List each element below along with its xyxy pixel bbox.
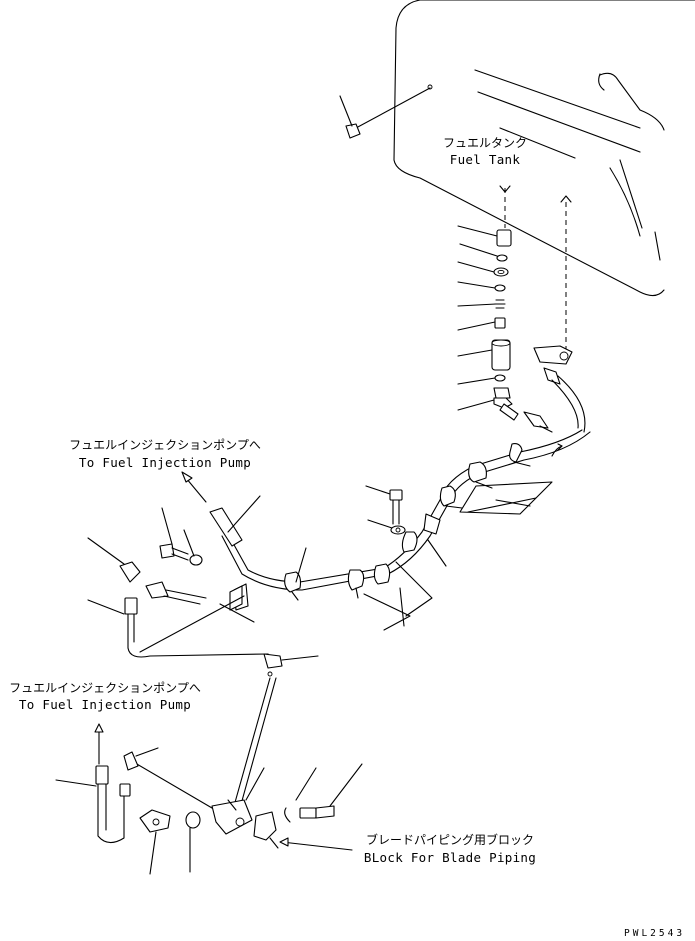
- upper-left-fittings: [87, 495, 271, 661]
- block-label-en: BLock For Blade Piping: [363, 850, 537, 865]
- strainer-stack: [457, 185, 519, 421]
- fuel-tank-label-jp: フュエルタンク: [442, 136, 527, 150]
- tee-fitting: [263, 653, 319, 677]
- block-label-jp: ブレードパイピング用ブロック: [365, 833, 534, 847]
- arrow-to-block: [279, 837, 353, 851]
- fuel-tank: [393, 0, 695, 297]
- arrow-to-pump-1: [181, 471, 207, 503]
- to-pump-2-label-en: To Fuel Injection Pump: [18, 697, 192, 712]
- to-pump-2-label-jp: フュエルインジェクションポンプへ: [9, 681, 201, 695]
- bolt-washer: [365, 485, 406, 535]
- lower-fittings: [55, 677, 363, 875]
- drawing-code: PWL2543: [624, 928, 686, 939]
- arrow-to-pump-2: [94, 723, 104, 765]
- main-fuel-line: [221, 429, 591, 631]
- to-pump-1-label-en: To Fuel Injection Pump: [78, 455, 252, 470]
- tank-hose: [523, 195, 586, 457]
- to-pump-1-label-jp: フュエルインジェクションポンプへ: [69, 438, 261, 452]
- fuel-tank-label-en: Fuel Tank: [449, 152, 521, 167]
- drain-plug: [339, 87, 431, 139]
